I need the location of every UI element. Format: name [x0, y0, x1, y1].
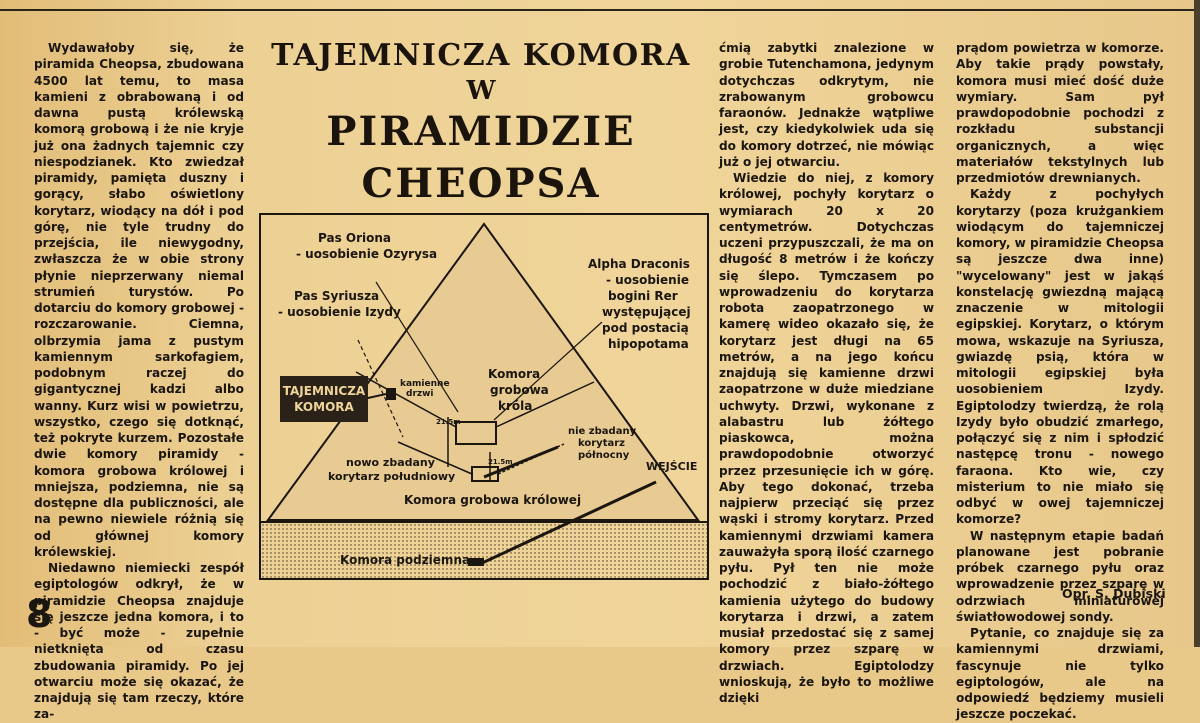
pyramid-outline	[266, 222, 700, 521]
paragraph: prądom powietrza w komorze. Aby takie pr…	[956, 41, 1164, 185]
secret-chamber-label-box	[280, 376, 368, 422]
label-south-2: korytarz południowy	[328, 470, 455, 483]
label-draconis-4: występującej	[602, 305, 691, 319]
label-sirius-1: Pas Syriusza	[294, 289, 379, 303]
label-orion-1: Pas Oriona	[318, 231, 391, 245]
label-king-1: Komora	[488, 367, 540, 381]
label-king-3: króla	[498, 399, 532, 413]
label-north-3: północny	[578, 449, 630, 461]
author-signature: Opr. S. Dubiski	[1062, 586, 1166, 601]
paragraph: Wiedzie do niej, z komory królowej, poch…	[719, 171, 934, 705]
label-draconis-5: pod postacią	[602, 321, 689, 335]
label-queen: Komora grobowa królowej	[404, 493, 581, 507]
label-underground: Komora podziemna	[340, 553, 470, 567]
paragraph: Każdy z pochyłych korytarzy (poza krużga…	[956, 187, 1164, 527]
top-rule	[0, 9, 1200, 11]
label-door-2: drzwi	[406, 389, 434, 399]
label-south-1: nowo zbadany	[346, 456, 435, 469]
label-secret-2: KOMORA	[294, 400, 354, 414]
paragraph: ćmią zabytki znalezione w grobie Tutench…	[719, 41, 934, 169]
title-line-3: PIRAMIDZIE CHEOPSA	[326, 108, 636, 207]
paragraph: Niedawno niemiecki zespół egiptologów od…	[34, 561, 244, 722]
article-title: TAJEMNICZA KOMORA W PIRAMIDZIE CHEOPSA	[256, 36, 706, 210]
paragraph: W następnym etapie badań planowane jest …	[956, 528, 1164, 624]
title-line-2: W	[466, 76, 496, 106]
label-orion-2: - uosobienie Ozyrysa	[296, 247, 437, 261]
label-draconis-2: - uosobienie	[606, 273, 689, 287]
column-4: prądom powietrza w komorze. Aby takie pr…	[956, 40, 1164, 723]
page-edge	[1194, 0, 1200, 647]
page-number: 8	[26, 592, 53, 636]
label-draconis-6: hipopotama	[608, 337, 689, 351]
label-entrance: WEJŚCIE	[646, 460, 697, 473]
label-north-1: nie zbadany	[568, 426, 637, 437]
stone-door-marker	[386, 388, 396, 400]
bedrock	[261, 522, 707, 578]
label-draconis-1: Alpha Draconis	[588, 257, 690, 271]
title-line-1: TAJEMNICZA KOMORA	[271, 38, 691, 73]
pyramid-diagram: Pas Oriona - uosobienie Ozyrysa Pas Syri…	[259, 213, 709, 580]
label-height-1: 21.5m	[436, 418, 461, 426]
label-door-1: kamienne	[400, 379, 450, 389]
label-sirius-2: - uosobienie Izydy	[278, 305, 401, 319]
label-north-2: korytarz	[578, 438, 625, 449]
label-secret-1: TAJEMNICZA	[283, 384, 366, 398]
column-1: Wydawałoby się, że piramida Cheopsa, zbu…	[34, 40, 244, 723]
column-3: ćmią zabytki znalezione w grobie Tutench…	[719, 40, 934, 706]
label-height-2: 21.5m	[488, 458, 513, 466]
label-king-2: grobowa	[490, 383, 549, 397]
paragraph: Wydawałoby się, że piramida Cheopsa, zbu…	[34, 41, 244, 559]
paragraph: Pytanie, co znajduje się za kamiennymi d…	[956, 626, 1164, 722]
label-draconis-3: bogini Rer	[608, 289, 678, 303]
